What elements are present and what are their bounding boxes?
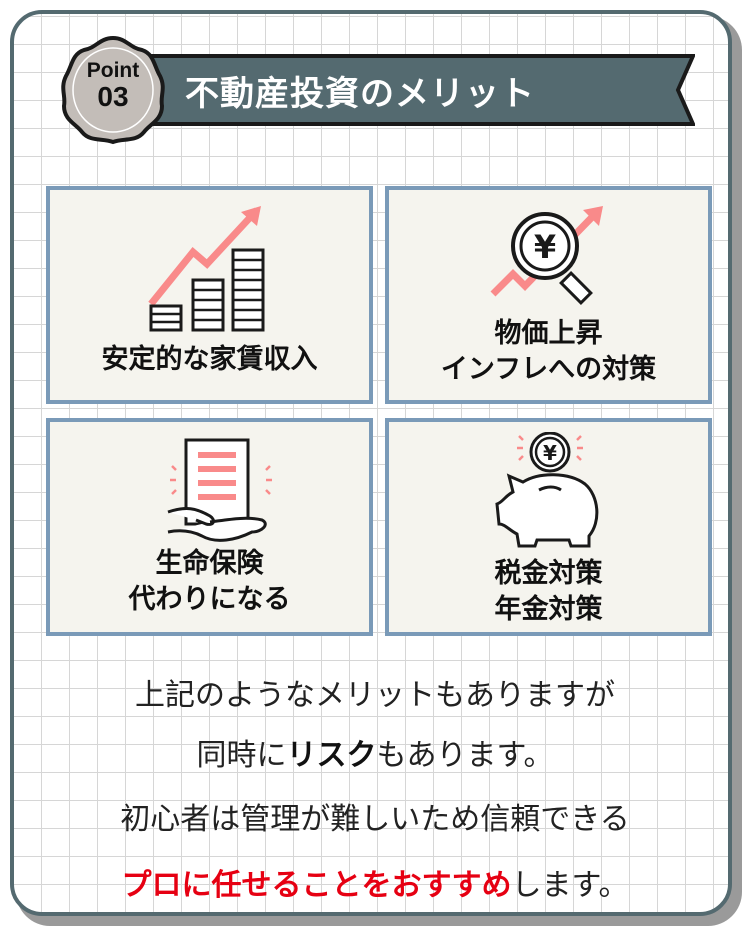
card-label-line2: 代わりになる: [128, 584, 291, 615]
document-on-hand-icon: [167, 438, 272, 542]
message-line-3: 初心者は管理が難しいため信頼できる: [120, 802, 630, 837]
message-text: 同時に: [196, 738, 287, 773]
yen-magnifier-rising-icon: ¥: [490, 206, 603, 305]
card-life-insurance: 生命保険 代わりになる: [46, 418, 373, 636]
card-inflation: ¥ 物価上昇 インフレへの対策: [385, 186, 712, 404]
svg-text:¥: ¥: [534, 228, 556, 266]
card-label-line1: 物価上昇: [494, 318, 603, 349]
card-tax-pension: ¥ 税金対策 年金対策: [385, 418, 712, 636]
badge-number: 03: [97, 81, 129, 112]
rising-coin-stacks-icon: [148, 206, 265, 332]
card-stable-rent: 安定的な家賃収入: [46, 186, 373, 404]
card-label-line1: 税金対策: [494, 558, 603, 589]
message-line-1: 上記のようなメリットもありますが: [135, 678, 615, 713]
point-badge-icon: [61, 35, 165, 145]
page-title: 不動産投資のメリット: [185, 74, 535, 114]
piggy-bank-yen-icon: ¥: [495, 432, 599, 548]
card-label-line2: インフレへの対策: [440, 354, 657, 385]
badge-word: Point: [86, 59, 140, 82]
card-label-line2: 年金対策: [494, 594, 603, 625]
card-label: 安定的な家賃収入: [101, 344, 318, 375]
recommendation-emphasis: プロに任せることをおすすめ: [121, 868, 512, 903]
message-line-4: プロに任せることをおすすめします。: [0, 860, 750, 904]
message-text: します。: [511, 868, 629, 903]
point-badge: Point 03: [58, 60, 168, 111]
message-text: もあります。: [376, 738, 554, 773]
card-label-line1: 生命保険: [155, 548, 264, 579]
svg-text:¥: ¥: [543, 441, 557, 465]
risk-emphasis: リスク: [286, 738, 377, 773]
message-line-2: 同時にリスクもあります。: [0, 730, 750, 774]
